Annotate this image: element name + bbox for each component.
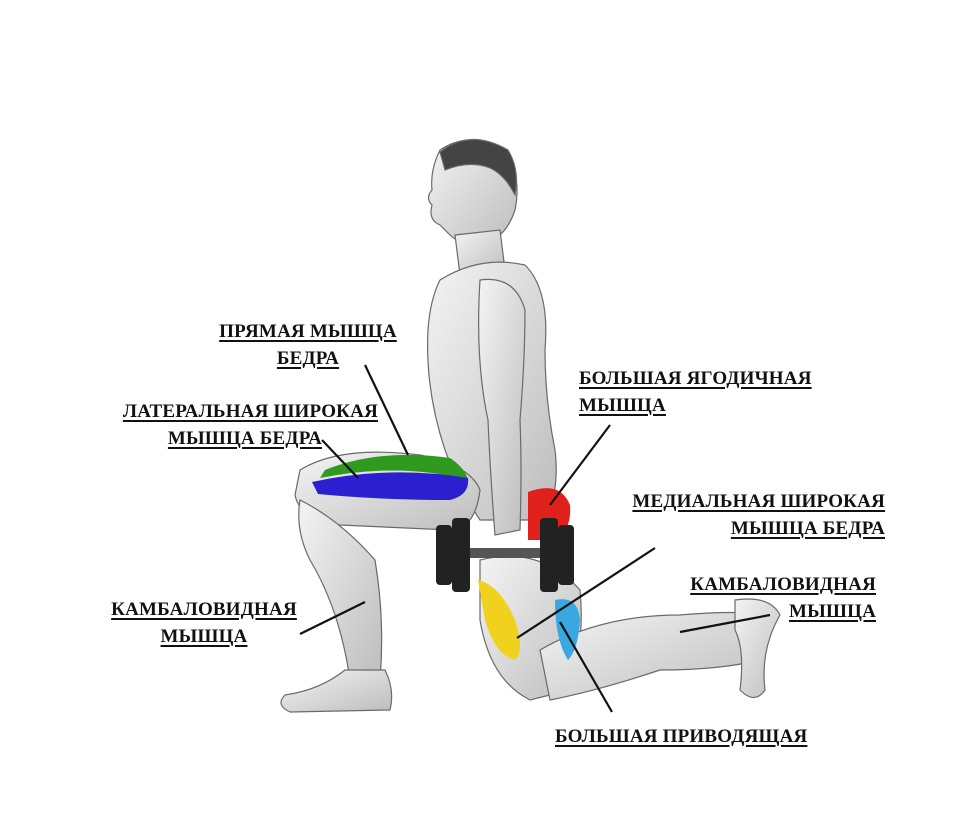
muscle-vastus-lateralis — [312, 472, 469, 500]
arm — [478, 278, 526, 536]
label-soleus-left: КАМБАЛОВИДНАЯ МЫШЦА — [111, 599, 297, 647]
rear-foot — [734, 598, 781, 699]
front-shin — [298, 499, 383, 681]
muscle-vastus-medialis — [478, 580, 520, 660]
label-soleus-right: КАМБАЛОВИДНАЯ МЫШЦА — [690, 574, 876, 622]
label-vastus-medialis: МЕДИАЛЬНАЯ ШИРОКАЯ МЫШЦА БЕДРА — [632, 491, 885, 539]
front-foot — [280, 669, 393, 713]
dumbbell — [436, 518, 574, 592]
label-gluteus-maximus: БОЛЬШАЯ ЯГОДИЧНАЯ МЫШЦА — [579, 368, 812, 416]
label-adductor-magnus: БОЛЬШАЯ ПРИВОДЯЩАЯ — [555, 726, 808, 747]
label-rectus-femoris: ПРЯМАЯ МЫШЦА БЕДРА — [219, 321, 397, 369]
leader-lines — [299, 364, 771, 713]
hair — [439, 138, 518, 197]
label-vastus-lateralis: ЛАТЕРАЛЬНАЯ ШИРОКАЯ МЫШЦА БЕДРА — [122, 401, 378, 449]
muscle-rectus-femoris — [320, 454, 468, 480]
